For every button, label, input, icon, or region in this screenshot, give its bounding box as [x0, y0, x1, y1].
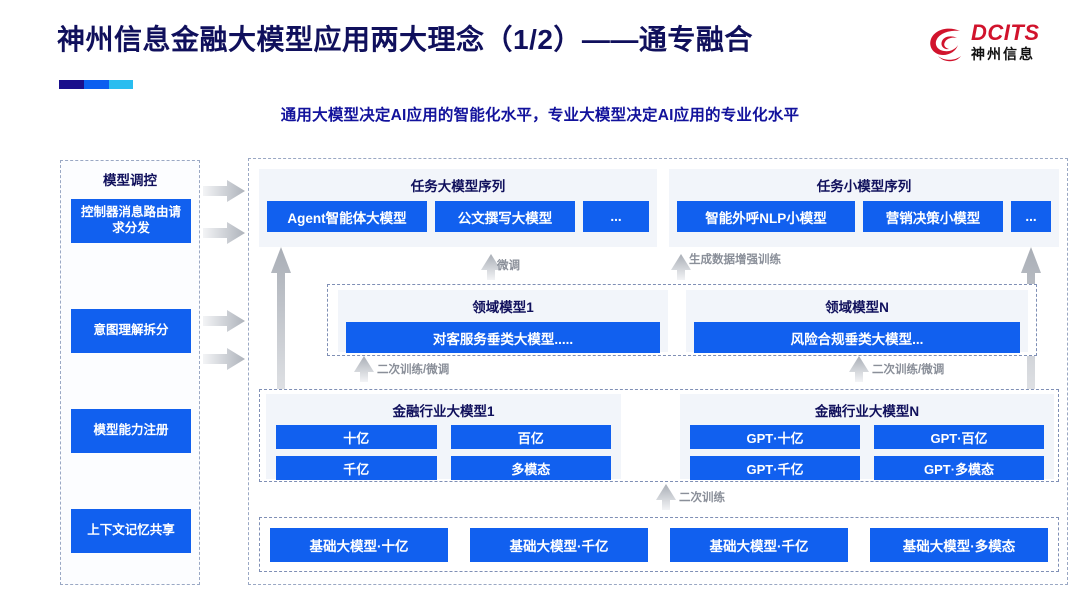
model-control-title: 模型调控 — [103, 173, 157, 188]
chip-base-trillion[interactable]: 基础大模型·千亿 — [670, 527, 848, 562]
industry-models-group: 金融行业大模型1 十亿 百亿 千亿 多模态 金融行业大模型N GPT·十亿 GP… — [259, 389, 1059, 482]
control-item-registry[interactable]: 模型能力注册 — [71, 409, 191, 453]
domain-model-n-panel: 领域模型N 风险合规垂类大模型... — [686, 290, 1028, 353]
domain-model-1-chip-row: 对客服务垂类大模型..... — [338, 316, 668, 361]
logo-en-text: DCITS — [971, 20, 1040, 45]
arrow-label-retrain-finetune-2: 二次训练/微调 — [872, 364, 945, 376]
arrow-right-icon — [203, 222, 245, 244]
chip-base-multimodal[interactable]: 基础大模型·多模态 — [870, 527, 1048, 562]
industry-model-1-title: 金融行业大模型1 — [392, 404, 495, 419]
model-control-panel: 模型调控 控制器消息路由请求分发 意图理解拆分 模型能力注册 上下文记忆共享 — [60, 160, 200, 585]
accent-segment-1 — [59, 80, 85, 89]
page-title: 神州信息金融大模型应用两大理念（1/2）——通专融合 — [57, 24, 753, 55]
task-large-model-chip-row: Agent智能体大模型 公文撰写大模型 ... — [259, 195, 657, 240]
logo-text-block: DCITS 神州信息 — [971, 20, 1040, 62]
domain-models-group: 领域模型1 对客服务垂类大模型..... 领域模型N 风险合规垂类大模型... — [327, 284, 1037, 356]
chip-gpt-multimodal[interactable]: GPT·多模态 — [874, 456, 1044, 480]
logo-cn-text: 神州信息 — [971, 46, 1035, 62]
domain-model-n-chip-row: 风险合规垂类大模型... — [686, 316, 1028, 361]
industry-model-n-panel: 金融行业大模型N GPT·十亿 GPT·百亿 GPT·千亿 GPT·多模态 — [680, 394, 1054, 480]
task-large-model-sequence-title: 任务大模型序列 — [410, 179, 506, 194]
chip-gpt-ten-billion[interactable]: GPT·百亿 — [874, 425, 1044, 449]
dcits-logo: DCITS 神州信息 — [927, 20, 1062, 72]
chip-risk-compliance-vertical-model[interactable]: 风险合规垂类大模型... — [694, 322, 1020, 353]
arrow-right-icon — [203, 310, 245, 332]
arrow-label-fine-tune: 微调 — [497, 260, 520, 272]
arrow-right-icon — [203, 348, 245, 370]
arrow-up-icon — [671, 254, 691, 280]
task-small-model-chip-row: 智能外呼NLP小模型 营销决策小模型 ... — [669, 195, 1059, 240]
arrow-up-icon — [656, 484, 676, 510]
arrow-label-retrain: 二次训练 — [679, 492, 725, 504]
industry-model-1-chip-grid: 十亿 百亿 千亿 多模态 — [266, 420, 621, 488]
chip-multimodal[interactable]: 多模态 — [450, 456, 611, 480]
title-accent-bar — [59, 80, 133, 89]
page-header: 神州信息金融大模型应用两大理念（1/2）——通专融合 通用大模型决定AI应用的智… — [0, 0, 1080, 125]
task-small-model-sequence-panel: 任务小模型序列 智能外呼NLP小模型 营销决策小模型 ... — [669, 169, 1059, 247]
domain-model-n-title: 领域模型N — [825, 300, 889, 315]
arrow-right-icon — [203, 180, 245, 202]
chip-base-billion[interactable]: 基础大模型·十亿 — [270, 527, 448, 562]
chip-more-small[interactable]: ... — [1011, 201, 1051, 232]
chip-doc-writing-model[interactable]: 公文撰写大模型 — [435, 201, 575, 232]
chip-hundred-billion[interactable]: 千亿 — [276, 456, 437, 480]
chip-marketing-decision-model[interactable]: 营销决策小模型 — [863, 201, 1003, 232]
chip-base-hundred-billion[interactable]: 基础大模型·千亿 — [470, 527, 648, 562]
chip-gpt-hundred-billion[interactable]: GPT·千亿 — [690, 456, 860, 480]
industry-model-n-chip-grid: GPT·十亿 GPT·百亿 GPT·千亿 GPT·多模态 — [680, 420, 1054, 488]
chip-billion[interactable]: 十亿 — [276, 425, 437, 449]
arrow-up-icon — [271, 247, 291, 447]
chip-more-large[interactable]: ... — [583, 201, 649, 232]
control-item-intent[interactable]: 意图理解拆分 — [71, 309, 191, 353]
arrow-label-retrain-finetune-1: 二次训练/微调 — [377, 364, 450, 376]
chip-ten-billion[interactable]: 百亿 — [450, 425, 611, 449]
arrow-up-icon — [849, 356, 869, 382]
control-item-context[interactable]: 上下文记忆共享 — [71, 509, 191, 553]
chip-gpt-billion[interactable]: GPT·十亿 — [690, 425, 860, 449]
chip-outbound-nlp-model[interactable]: 智能外呼NLP小模型 — [677, 201, 855, 232]
chip-customer-service-vertical-model[interactable]: 对客服务垂类大模型..... — [346, 322, 660, 353]
chip-agent-model[interactable]: Agent智能体大模型 — [267, 201, 427, 232]
arrow-up-icon — [354, 356, 374, 382]
accent-segment-2 — [84, 80, 109, 89]
page-subtitle: 通用大模型决定AI应用的智能化水平，专业大模型决定AI应用的专业化水平 — [280, 107, 800, 124]
control-item-router[interactable]: 控制器消息路由请求分发 — [71, 199, 191, 243]
dcits-swirl-icon — [927, 26, 967, 64]
task-large-model-sequence-panel: 任务大模型序列 Agent智能体大模型 公文撰写大模型 ... — [259, 169, 657, 247]
architecture-diagram: 任务大模型序列 Agent智能体大模型 公文撰写大模型 ... 任务小模型序列 … — [248, 158, 1068, 585]
accent-segment-3 — [108, 80, 133, 89]
domain-model-1-title: 领域模型1 — [472, 300, 534, 315]
industry-model-1-panel: 金融行业大模型1 十亿 百亿 千亿 多模态 — [266, 394, 621, 480]
industry-model-n-title: 金融行业大模型N — [814, 404, 920, 419]
base-models-group: 基础大模型·十亿 基础大模型·千亿 基础大模型·千亿 基础大模型·多模态 — [259, 517, 1059, 572]
arrow-label-data-augmentation: 生成数据增强训练 — [689, 254, 781, 266]
task-small-model-sequence-title: 任务小模型序列 — [816, 179, 912, 194]
arrow-up-icon — [481, 254, 501, 280]
domain-model-1-panel: 领域模型1 对客服务垂类大模型..... — [338, 290, 668, 353]
